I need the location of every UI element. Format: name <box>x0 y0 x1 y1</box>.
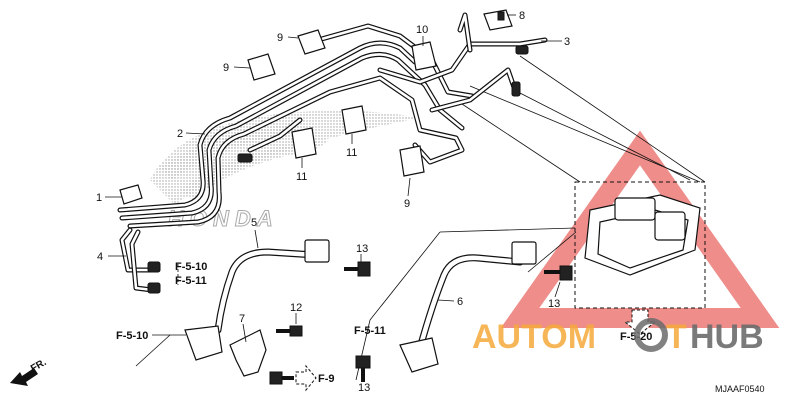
arrow-down-f-5-20 <box>623 309 657 335</box>
hose-5 <box>184 239 330 361</box>
label-part-4: 4 <box>97 251 103 263</box>
label-part-8: 8 <box>519 10 525 22</box>
nut-f9 <box>269 371 283 385</box>
front-direction-indicator: FR. <box>10 357 49 386</box>
label-part-6: 6 <box>457 296 463 308</box>
reference-arrows <box>295 309 657 392</box>
diagram-code: MJAAF0540 <box>715 384 765 394</box>
bolt-13-c-head <box>355 355 371 369</box>
small-parts <box>119 9 529 205</box>
watermark-gear-icon <box>634 318 668 352</box>
label-part-2: 2 <box>177 128 183 140</box>
label-part-12: 12 <box>290 302 302 314</box>
clamp-9c <box>399 145 425 177</box>
bolt-12-head <box>289 325 303 337</box>
bolt-13-a-head <box>357 261 371 277</box>
hose-6 <box>399 241 537 373</box>
watermark-word-c: HUB <box>690 318 764 356</box>
clamp-10 <box>411 41 437 71</box>
part-leaders <box>105 14 562 382</box>
label-part-10: 10 <box>416 24 428 36</box>
fitting <box>237 153 253 163</box>
label-part-13-a: 13 <box>356 243 368 255</box>
ref-f-5-10-top: F-5-10 <box>175 261 207 273</box>
ref-f-5-11-bottom: F-5-11 <box>354 325 386 337</box>
clamp-1 <box>119 184 143 205</box>
clamp-9b <box>247 53 276 81</box>
label-part-1: 1 <box>96 192 102 204</box>
watermark-word-a: AUTOM <box>472 318 596 356</box>
label-part-5: 5 <box>251 217 257 229</box>
label-part-11-a: 11 <box>346 147 357 159</box>
clamp-9a <box>297 29 326 55</box>
ref-f-5-11-top: F-5-11 <box>175 275 207 287</box>
fitting-3 <box>515 45 529 55</box>
label-part-9-a: 9 <box>277 32 283 44</box>
bolts <box>269 261 573 385</box>
honda-background-text: HONDA <box>168 206 279 231</box>
front-arrow-icon <box>10 368 38 386</box>
label-part-9-c: 9 <box>404 198 410 210</box>
label-part-13-c: 13 <box>358 382 370 394</box>
front-direction-label: FR. <box>29 357 49 375</box>
clamp-11b <box>291 127 317 159</box>
abs-dashed-box <box>574 181 706 309</box>
bolt-13-b-head <box>559 265 573 281</box>
label-part-3: 3 <box>564 36 570 48</box>
fitting-b <box>511 81 521 97</box>
pipe-4 <box>119 227 161 294</box>
label-part-7: 7 <box>239 313 245 325</box>
ref-f-5-10-bottom: F-5-10 <box>116 330 148 342</box>
reference-labels: F-5-10 F-5-11 F-5-10 F-5-11 F-5-20 F-9 <box>116 261 652 385</box>
watermark-text: AUTOM T HUB <box>472 318 764 356</box>
watermark-word-b: T <box>666 318 687 356</box>
bracket-7 <box>229 329 267 377</box>
part-number-labels: 1 2 3 4 5 6 7 8 9 9 9 10 11 11 12 13 13 … <box>96 10 570 394</box>
label-part-13-b: 13 <box>548 298 560 310</box>
label-part-11-b: 11 <box>296 171 307 183</box>
arrow-right-f-9 <box>295 364 317 392</box>
perspective-lines <box>355 55 706 381</box>
ref-f-9: F-9 <box>318 373 335 385</box>
label-part-9-b: 9 <box>223 62 229 74</box>
clamp-11a <box>341 105 367 135</box>
abs-modulator <box>584 194 701 276</box>
